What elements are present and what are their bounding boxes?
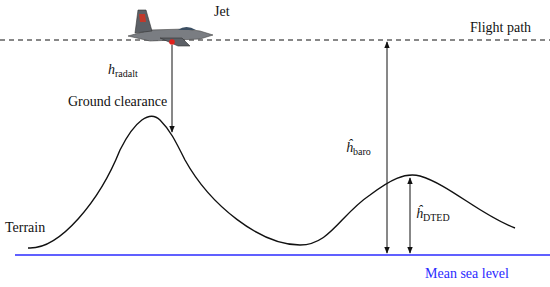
sea-level-line bbox=[15, 254, 550, 255]
jet-label: Jet bbox=[214, 4, 230, 20]
dted-arrow bbox=[410, 178, 411, 253]
flight-path-label: Flight path bbox=[470, 20, 531, 36]
jet-figure bbox=[128, 10, 213, 46]
flight-path-line bbox=[0, 40, 550, 41]
clearance-arrow bbox=[172, 45, 173, 132]
baro-arrow bbox=[387, 42, 388, 253]
symbol: ĥ bbox=[416, 206, 423, 221]
height-symbol: ĥbaro bbox=[346, 140, 371, 158]
symbol: h bbox=[108, 62, 115, 77]
ground-clearance-label: Ground clearance bbox=[68, 94, 167, 110]
subscript: radalt bbox=[115, 68, 138, 79]
height-symbol: hradalt bbox=[108, 62, 138, 80]
subscript: DTED bbox=[423, 212, 450, 223]
terrain-profile bbox=[28, 116, 515, 248]
subscript: baro bbox=[353, 146, 371, 157]
sea-level-label: Mean sea level bbox=[425, 266, 509, 282]
height-symbol: ĥDTED bbox=[416, 206, 450, 224]
terrain-label: Terrain bbox=[5, 220, 45, 236]
symbol: ĥ bbox=[346, 140, 353, 155]
